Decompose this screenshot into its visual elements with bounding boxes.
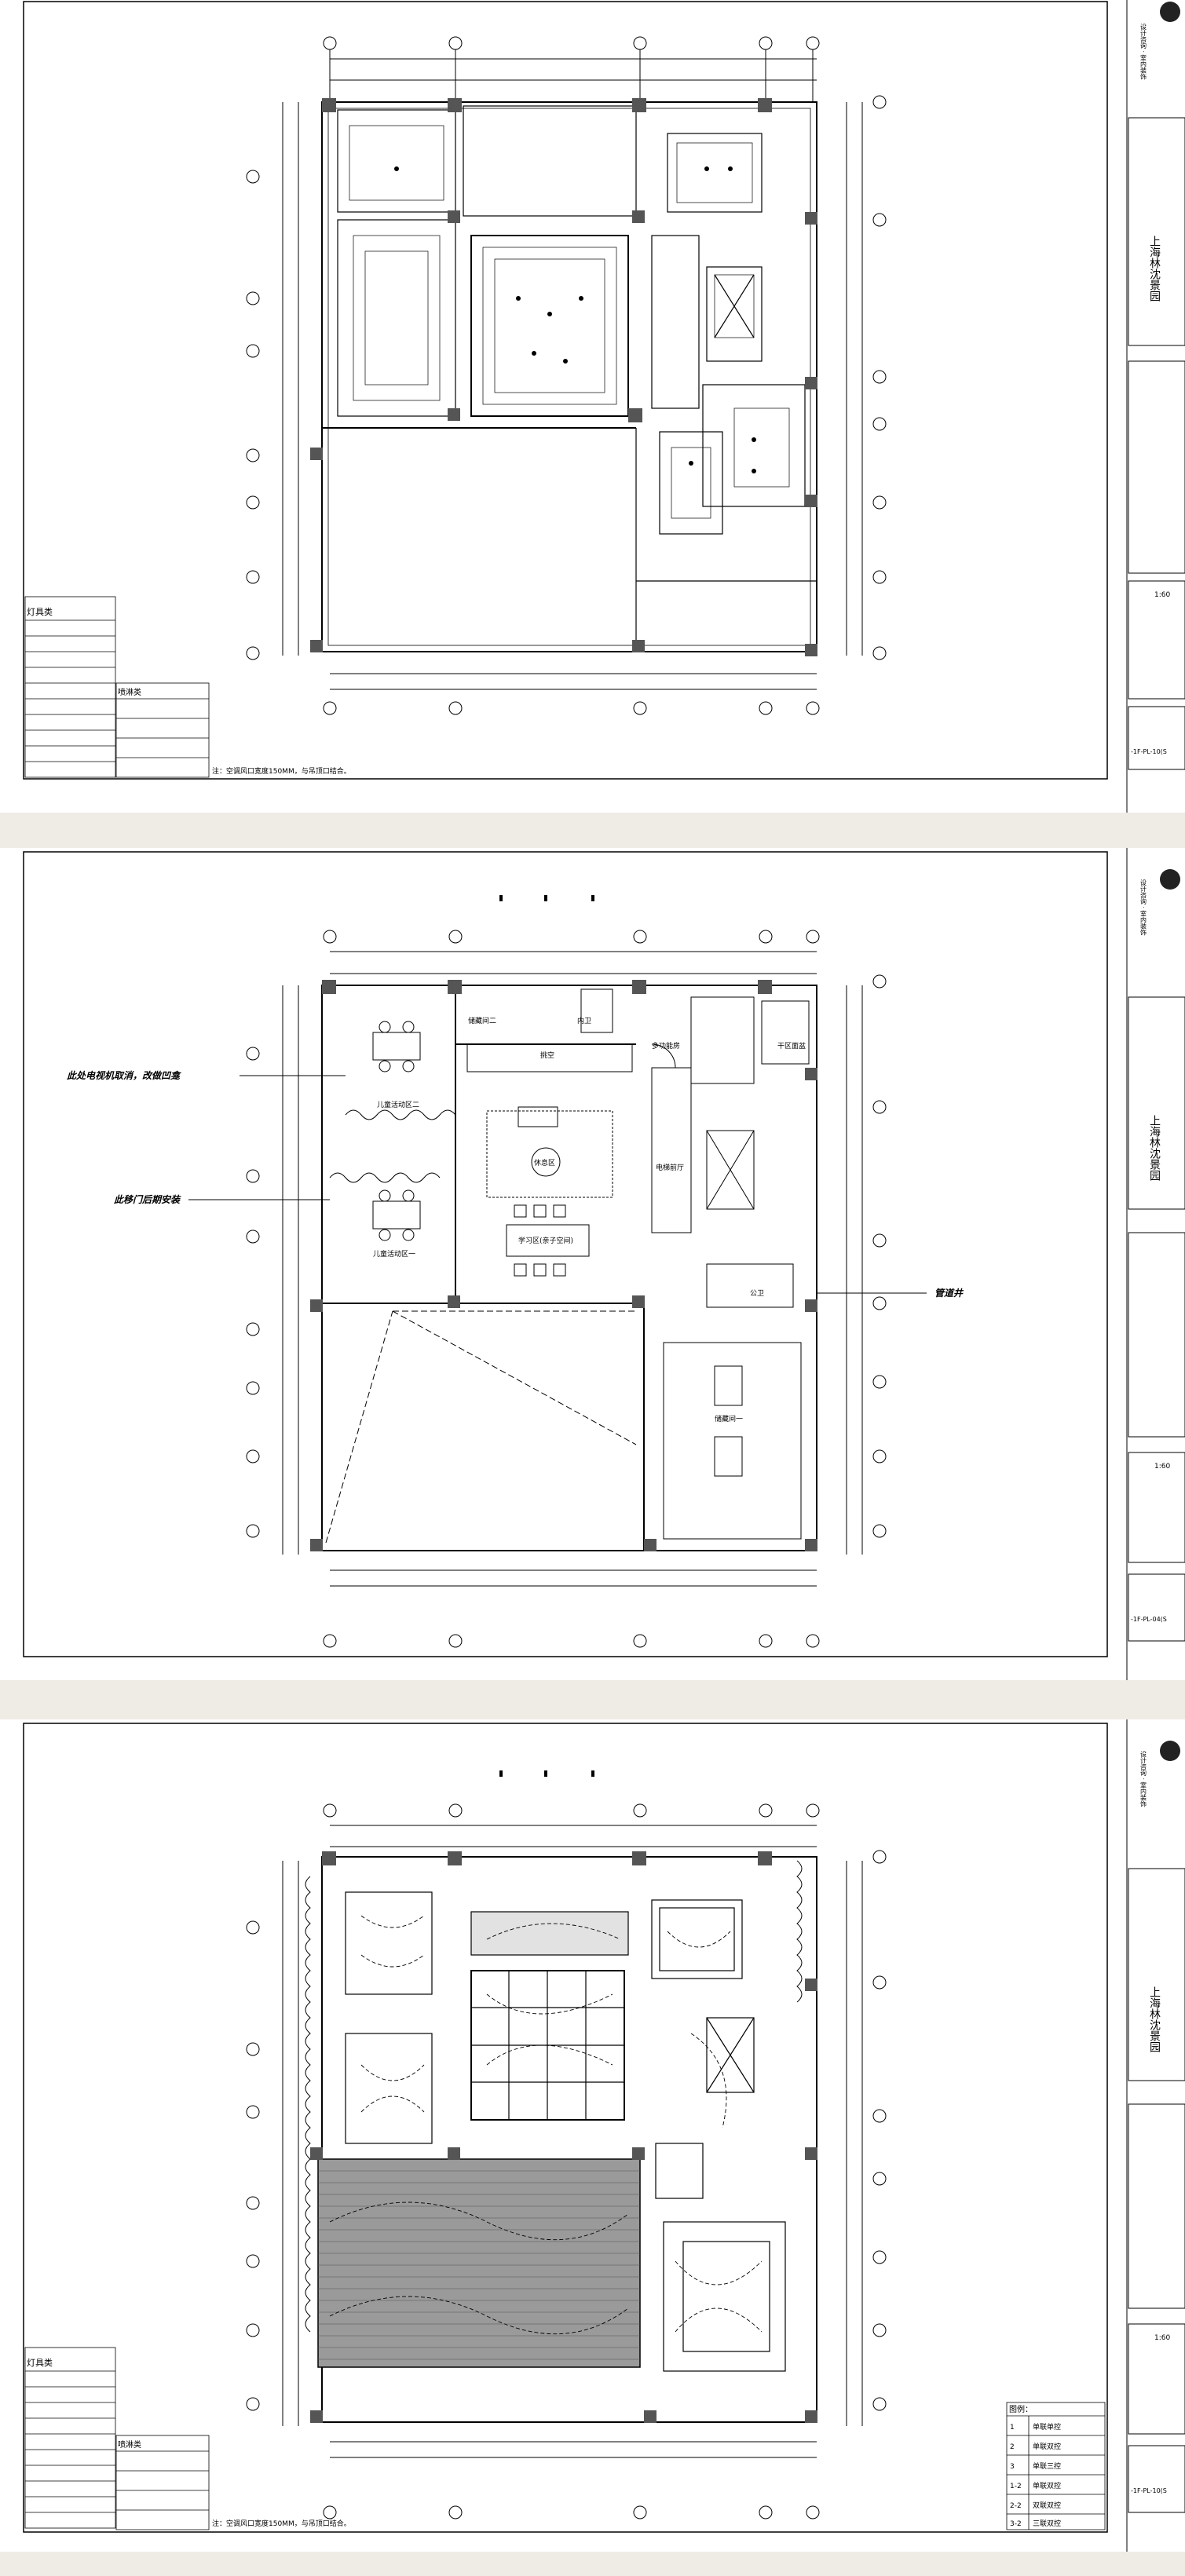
switch-label: 单联单控 [1033,2422,1061,2432]
switch-label: 单联三控 [1033,2461,1061,2471]
title-block-scale: 1:60 [1154,2334,1170,2342]
drawing-sheet-ceiling: 灯具类 喷淋类 注：空调风口宽度150MM，与吊顶口结合。 上海林沈景园 设计咨… [0,0,1185,813]
room-label: 电梯前厅 [656,1163,684,1172]
switch-legend-title: 图例： [1009,2404,1033,2414]
room-label: 储藏间二 [468,1016,496,1025]
room-label: 儿童活动区二 [377,1100,419,1109]
drawing-sheet-floor-plan: 此处电视机取消，改做凹龛 此移门后期安装 管道井 储藏间二 内卫 挑空 多功能房… [0,848,1185,1680]
switch-code: 1-2 [1010,2483,1022,2490]
annotation-sliding-door-note: 此移门后期安装 [114,1194,181,1205]
lighting-plan-svg: 灯具类 喷淋类 注：空调风口宽度150MM，与吊顶口结合。 图例： 1 单联单控… [23,1719,1185,2552]
legend2-title: 喷淋类 [118,2439,141,2450]
switch-code: 1 [1010,2424,1015,2432]
wood-floor-hatch [317,2158,641,2368]
title-block-project: 上海林沈景园 [1148,1115,1161,1181]
title-block-project: 上海林沈景园 [1148,236,1161,301]
switch-code: 2-2 [1010,2502,1022,2510]
company-logo-icon [1160,1741,1180,1761]
legend-title: 灯具类 [27,2357,53,2368]
room-label: 多功能房 [652,1041,680,1050]
switch-code: 3 [1010,2463,1015,2471]
title-block-company: 设计咨询 · 室内装饰 [1140,879,1147,937]
title-block-company: 设计咨询 · 室内装饰 [1140,23,1147,81]
room-label: 公卫 [750,1289,764,1298]
drawing-sheet-lighting: 灯具类 喷淋类 注：空调风口宽度150MM，与吊顶口结合。 图例： 1 单联单控… [0,1719,1185,2552]
switch-code: 2 [1010,2443,1015,2451]
switch-label: 双联双控 [1033,2501,1061,2510]
room-label: 内卫 [577,1016,591,1025]
switch-label: 单联双控 [1033,2481,1061,2490]
ceiling-plan-svg: 灯具类 喷淋类 注：空调风口宽度150MM，与吊顶口结合。 上海林沈景园 设计咨… [23,0,1185,813]
title-block-sheet-no: -1F-PL-04(S [1131,1616,1167,1623]
sheet-note: 注：空调风口宽度150MM，与吊顶口结合。 [212,2519,351,2528]
switch-code: 3-2 [1010,2520,1022,2528]
title-block-sheet-no: -1F-PL-10(S [1131,748,1167,755]
title-block-scale: 1:60 [1154,591,1170,599]
sheet-note: 注：空调风口宽度150MM，与吊顶口结合。 [212,766,351,776]
room-label: 儿童活动区一 [373,1249,415,1259]
company-logo-icon [1160,869,1180,890]
legend2-title: 喷淋类 [118,687,141,697]
switch-label: 单联双控 [1033,2442,1061,2451]
title-block-project: 上海林沈景园 [1148,1986,1161,2052]
floor-plan-svg: 此处电视机取消，改做凹龛 此移门后期安装 管道井 储藏间二 内卫 挑空 多功能房… [23,848,1185,1680]
room-label: 学习区(亲子空间) [518,1236,573,1245]
switch-label: 三联双控 [1033,2519,1061,2528]
annotation-tv-note: 此处电视机取消，改做凹龛 [67,1070,182,1081]
room-label: 储藏间一 [715,1414,743,1423]
title-block-scale: 1:60 [1154,1463,1170,1471]
title-block-sheet-no: -1F-PL-10(S [1131,2487,1167,2494]
company-logo-icon [1160,2,1180,22]
annotation-pipe-shaft: 管道井 [934,1288,964,1299]
legend-title: 灯具类 [27,606,53,617]
room-label: 休息区 [534,1158,555,1167]
room-label: 干区面盆 [777,1041,806,1050]
room-label: 挑空 [540,1050,554,1060]
title-block-company: 设计咨询 · 室内装饰 [1140,1750,1147,1808]
